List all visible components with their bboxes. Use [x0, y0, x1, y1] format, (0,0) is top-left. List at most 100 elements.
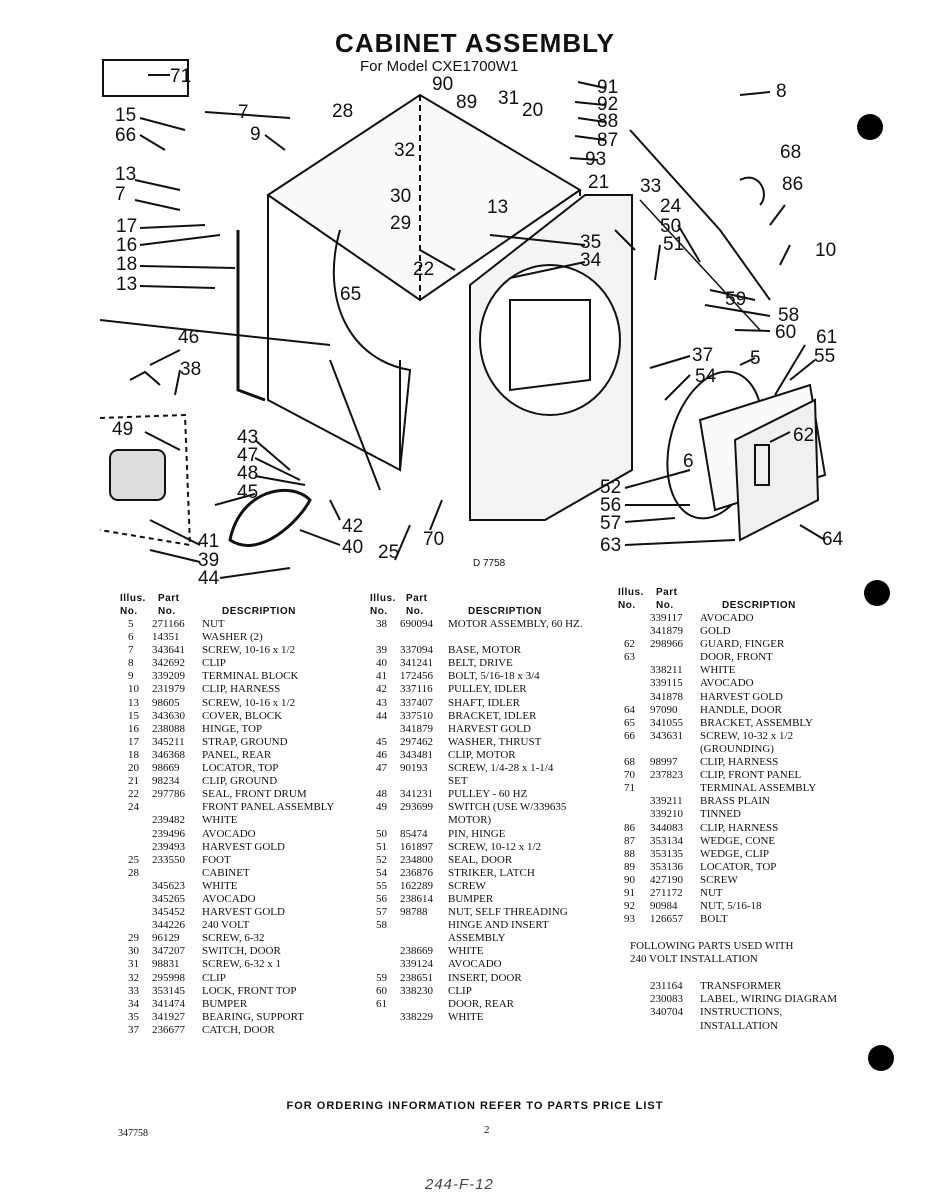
- callout-label: 29: [390, 213, 411, 234]
- document-number: 347758: [118, 1128, 148, 1139]
- callout-label: 64: [822, 529, 844, 550]
- part-number: 339115: [650, 677, 683, 690]
- part-description: COVER, BLOCK: [202, 709, 283, 722]
- callout-label: 20: [522, 100, 543, 121]
- part-description: CLIP, MOTOR: [448, 748, 516, 761]
- part-description: FOOT: [202, 853, 231, 866]
- illus-number: 88: [624, 847, 635, 860]
- part-description: TERMINAL ASSEMBLY: [700, 782, 817, 795]
- part-description: PANEL, REAR: [202, 748, 272, 761]
- illus-number: 17: [128, 735, 139, 748]
- illus-header: Illus.: [618, 587, 644, 598]
- note-line: FOLLOWING PARTS USED WITH: [630, 940, 794, 953]
- callout-label: 70: [423, 529, 444, 550]
- illus-number: 38: [376, 618, 387, 630]
- part-number: 297462: [400, 735, 433, 748]
- part-description: PULLEY - 60 HZ: [448, 788, 528, 801]
- part-description: WASHER (2): [202, 631, 263, 644]
- part-description: STRIKER, LATCH: [448, 866, 535, 879]
- illus-number: 29: [128, 932, 139, 945]
- illus-number: 16: [128, 722, 139, 735]
- part-number: 353134: [650, 834, 683, 847]
- callout-label: 38: [180, 359, 201, 380]
- part-description: INSTRUCTIONS,: [700, 1006, 783, 1019]
- illus-number: 41: [376, 670, 387, 683]
- callout-label: 55: [814, 346, 835, 367]
- part-number: 97090: [650, 703, 678, 716]
- callout-label: 44: [198, 568, 220, 589]
- part-description: WHITE: [448, 945, 484, 958]
- part-description: INSERT, DOOR: [448, 971, 522, 984]
- part-number: 341927: [152, 1010, 185, 1023]
- illus-number: 52: [376, 853, 387, 866]
- part-number: 239496: [152, 827, 185, 840]
- callout-label: 7: [238, 102, 249, 123]
- part-description: BRASS PLAIN: [700, 795, 770, 808]
- illus-number: 62: [624, 638, 635, 651]
- part-description: SET: [448, 775, 468, 788]
- part-number: 353145: [152, 984, 185, 997]
- callout-label: 8: [776, 81, 787, 102]
- part-description: AVOCADO: [448, 958, 502, 971]
- part-number: 341878: [650, 690, 683, 703]
- part-number: 341474: [152, 997, 185, 1010]
- callout-label: 37: [692, 345, 713, 366]
- part-description: FRONT PANEL ASSEMBLY: [202, 801, 335, 814]
- part-number: 236677: [152, 1023, 185, 1036]
- callout-label: 57: [600, 513, 621, 534]
- part-description: WEDGE, CLIP: [700, 847, 770, 860]
- description-header: DESCRIPTION: [722, 600, 796, 611]
- part-description: HINGE AND INSERT: [448, 919, 549, 932]
- part-description: STRAP, GROUND: [202, 735, 288, 748]
- callout-label: 28: [332, 101, 353, 122]
- part-description: ASSEMBLY: [448, 932, 506, 945]
- part-description: SCREW: [448, 879, 486, 892]
- part-number: 230083: [650, 993, 683, 1006]
- part-number: 341879: [400, 722, 433, 735]
- part-header: Part: [406, 593, 428, 604]
- illus-number: 51: [376, 840, 387, 853]
- part-number: 427190: [650, 873, 683, 886]
- part-number: 239493: [152, 840, 185, 853]
- part-description: BUMPER: [202, 997, 248, 1010]
- part-description: SEAL, DOOR: [448, 853, 513, 866]
- no-header: No.: [158, 606, 176, 617]
- part-description: INSTALLATION: [700, 1019, 778, 1032]
- callout-label: 87: [597, 130, 618, 151]
- illus-number: 7: [128, 644, 134, 657]
- binder-hole-3: [868, 1045, 894, 1071]
- part-number: 238669: [400, 945, 433, 958]
- part-description: SWITCH (USE W/339635: [448, 801, 567, 814]
- callout-label: 71: [170, 66, 191, 87]
- callout-label: 86: [782, 174, 803, 195]
- model-subtitle: For Model CXE1700W1: [360, 58, 519, 75]
- part-number: 238088: [152, 722, 185, 735]
- part-number: 90193: [400, 762, 428, 775]
- part-header: Part: [656, 587, 678, 598]
- part-description: SCREW, 10-16 x 1/2: [202, 644, 296, 657]
- part-description: AVOCADO: [700, 677, 754, 690]
- illus-number: 10: [128, 683, 139, 696]
- illus-number: 33: [128, 984, 139, 997]
- illus-number: 56: [376, 892, 387, 905]
- illus-number: 89: [624, 860, 635, 873]
- part-description: NUT: [202, 618, 225, 630]
